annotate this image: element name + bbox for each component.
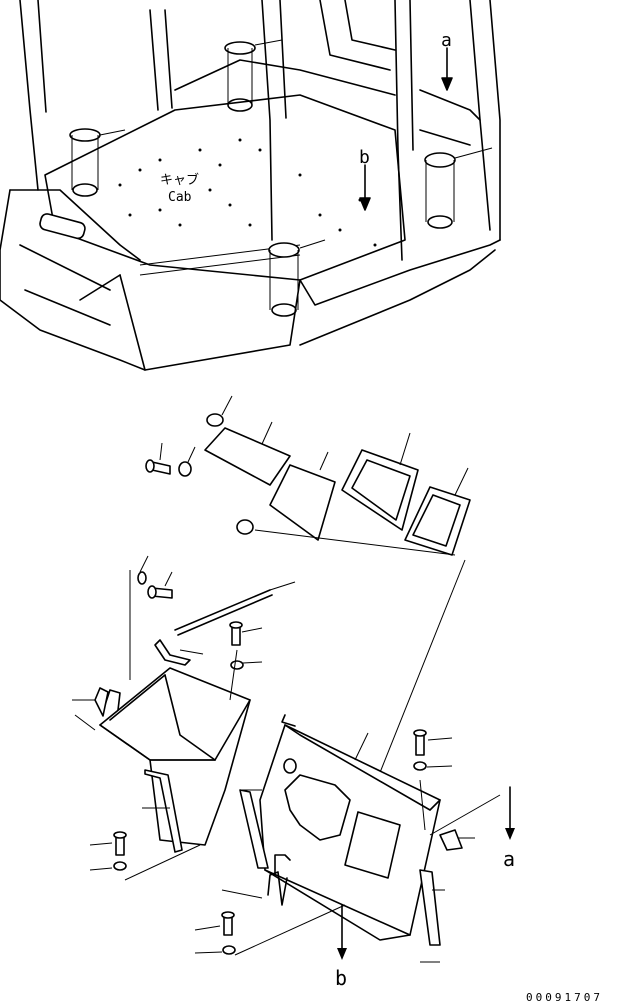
drawing-number: 00091707 xyxy=(526,991,603,1004)
floor-bolt-holes xyxy=(118,138,377,247)
ref-label-a-top: a xyxy=(441,30,452,51)
lower-left-cover xyxy=(72,555,296,881)
cab-floor-plugs xyxy=(69,41,456,317)
cab-label-en: Cab xyxy=(168,190,192,205)
ref-label-b-top: b xyxy=(359,147,370,168)
cab-label-jp: キャブ xyxy=(160,172,199,188)
cab-assembly xyxy=(0,0,501,371)
ref-label-b-bottom: b xyxy=(335,966,347,990)
ref-label-a-bottom: a xyxy=(503,847,515,871)
lower-right-cover xyxy=(194,714,515,963)
cover-parts xyxy=(145,395,471,811)
